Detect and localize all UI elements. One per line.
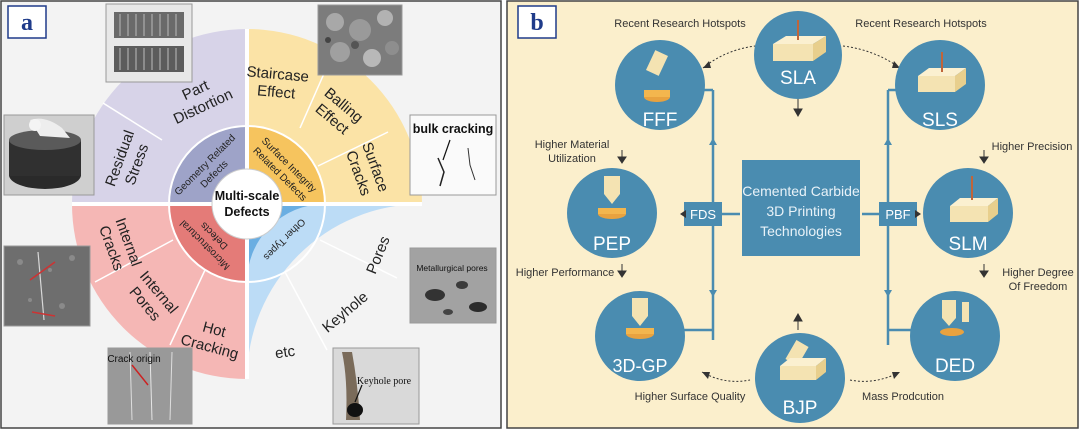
note-degree-2: Of Freedom xyxy=(1009,281,1068,293)
photo-balling-sem xyxy=(317,4,403,76)
node-ded: DED xyxy=(910,291,1000,381)
panel-a-tag-box xyxy=(7,5,47,39)
center-box xyxy=(742,160,860,256)
keyhole-pore-label: Keyhole pore xyxy=(357,376,412,387)
photo-crack-origin: Crack origin xyxy=(107,347,193,425)
fds-box xyxy=(684,202,722,226)
svg-text:BJP: BJP xyxy=(783,398,818,419)
panel-b-tag: b xyxy=(530,10,543,36)
svg-text:SLA: SLA xyxy=(780,68,816,89)
photo-keyhole-pore: Keyhole pore xyxy=(332,347,420,425)
photo-bulk-cracking: bulk cracking xyxy=(409,114,497,196)
node-bjp: BJP xyxy=(755,333,845,423)
pbf-label: PBF xyxy=(885,207,910,222)
center-box-line3: Technologies xyxy=(760,223,842,239)
svg-text:Effect: Effect xyxy=(256,82,296,102)
svg-text:etc: etc xyxy=(274,343,297,363)
photo-metallurgical-pores: Metallurgical pores xyxy=(409,247,497,324)
note-performance: Higher Performance xyxy=(516,267,614,279)
photo-part-distortion xyxy=(105,3,193,83)
panel-b-tag-box xyxy=(517,5,557,39)
center-line2: Defects xyxy=(224,205,269,219)
node-3dgp: 3D-GP xyxy=(595,291,685,381)
center-box-line1: Cemented Carbide xyxy=(742,183,860,199)
crack-origin-label: Crack origin xyxy=(107,354,160,365)
center-line1: Multi-scale xyxy=(215,189,280,203)
svg-text:SLS: SLS xyxy=(922,110,958,131)
pbf-box xyxy=(879,202,917,226)
node-pep: PEP xyxy=(567,168,657,258)
note-hot-left: Recent Research Hotspots xyxy=(614,18,746,30)
note-degree-1: Higher Degree xyxy=(1002,267,1074,279)
svg-text:SLM: SLM xyxy=(948,234,987,255)
note-material-1: Higher Material xyxy=(535,139,610,151)
center-box-line2: 3D Printing xyxy=(766,203,835,219)
panel-b: b xyxy=(506,0,1079,429)
photo-residual-stress xyxy=(3,114,95,196)
quadrant-other xyxy=(247,204,422,379)
svg-text:3D-GP: 3D-GP xyxy=(612,356,667,376)
note-surface-quality: Higher Surface Quality xyxy=(635,391,746,403)
svg-text:FFF: FFF xyxy=(643,110,678,131)
node-fff: FFF xyxy=(615,40,705,131)
center-circle xyxy=(211,168,283,240)
panel-a-tag: a xyxy=(21,10,33,36)
svg-text:Staircase: Staircase xyxy=(246,63,310,85)
node-sls: SLS xyxy=(895,40,985,131)
svg-text:DED: DED xyxy=(935,356,975,377)
photo-internal-cracks xyxy=(3,245,91,327)
label-etc: etc xyxy=(274,343,297,363)
fds-label: FDS xyxy=(690,207,716,222)
panel-a: a Multi-scale Defects Geometry Related D… xyxy=(0,0,502,429)
metallurgical-pores-label: Metallurgical pores xyxy=(416,263,487,273)
label-staircase: Staircase Effect xyxy=(246,63,310,102)
note-hot-right: Recent Research Hotspots xyxy=(855,18,987,30)
note-precision: Higher Precision xyxy=(992,141,1073,153)
note-material-2: Utilization xyxy=(548,153,596,165)
svg-text:Hot: Hot xyxy=(201,319,229,342)
svg-text:PEP: PEP xyxy=(593,234,631,255)
bulk-cracking-label: bulk cracking xyxy=(413,122,494,136)
node-sla: SLA xyxy=(754,11,842,99)
node-slm: SLM xyxy=(923,168,1013,258)
note-mass: Mass Prodcution xyxy=(862,391,944,403)
